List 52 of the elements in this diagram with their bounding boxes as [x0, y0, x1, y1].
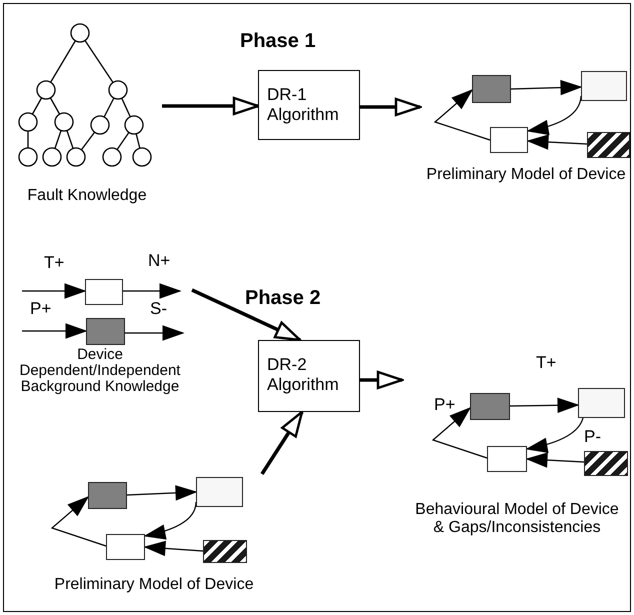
edge-label: P+ — [30, 300, 52, 318]
edge-label: T+ — [44, 254, 64, 272]
arrow — [126, 485, 196, 500]
hatched-box — [584, 451, 628, 476]
node-label: Device Dependent/Independent Background Knowledge — [18, 347, 182, 395]
arrow — [123, 284, 180, 298]
arrow — [191, 288, 302, 342]
model-box — [85, 279, 123, 305]
shaded-box — [88, 482, 127, 509]
node-label: Preliminary Model of Device — [54, 576, 254, 594]
arrow — [144, 502, 197, 540]
arrow — [50, 496, 106, 547]
arrow — [22, 284, 86, 298]
arrow — [432, 408, 488, 459]
hatched-box — [587, 132, 630, 158]
shaded-box — [472, 75, 511, 103]
model-box — [490, 127, 528, 153]
arrow — [510, 80, 582, 96]
arrow — [144, 540, 204, 556]
edge-label: S- — [150, 300, 167, 318]
node-label: & Gaps/Inconsistencies — [433, 519, 601, 537]
model-box — [581, 71, 627, 101]
algorithm-box: DR-1 Algorithm — [258, 70, 360, 140]
node-label: Fault Knowledge — [27, 187, 147, 205]
arrow — [528, 96, 582, 135]
hatched-box — [203, 540, 247, 563]
phase-heading: Phase 2 — [245, 287, 321, 309]
arrow — [510, 398, 578, 413]
signal-label: P- — [584, 426, 601, 448]
phase-heading: Phase 1 — [240, 30, 316, 52]
arrow — [360, 98, 422, 116]
shaded-box — [86, 318, 125, 345]
model-box — [578, 388, 625, 418]
model-box — [106, 534, 145, 560]
algorithm-box: DR-2 Algorithm — [258, 340, 360, 412]
model-box — [487, 446, 527, 472]
model-box — [196, 477, 243, 507]
arrow — [125, 326, 184, 340]
arrow — [528, 134, 588, 150]
arrow — [434, 90, 490, 141]
node-label: Behavioural Model of Device — [415, 501, 619, 519]
node-label: Preliminary Model of Device — [426, 166, 626, 184]
arrow — [22, 324, 86, 338]
arrow — [360, 370, 404, 390]
arrow — [526, 418, 584, 452]
arrow — [260, 410, 304, 475]
edge-label: N+ — [148, 252, 170, 270]
arrow — [526, 452, 584, 468]
signal-label: P+ — [434, 394, 456, 416]
shaded-box — [470, 393, 510, 420]
arrow — [162, 96, 260, 116]
signal-label: T+ — [536, 352, 556, 374]
